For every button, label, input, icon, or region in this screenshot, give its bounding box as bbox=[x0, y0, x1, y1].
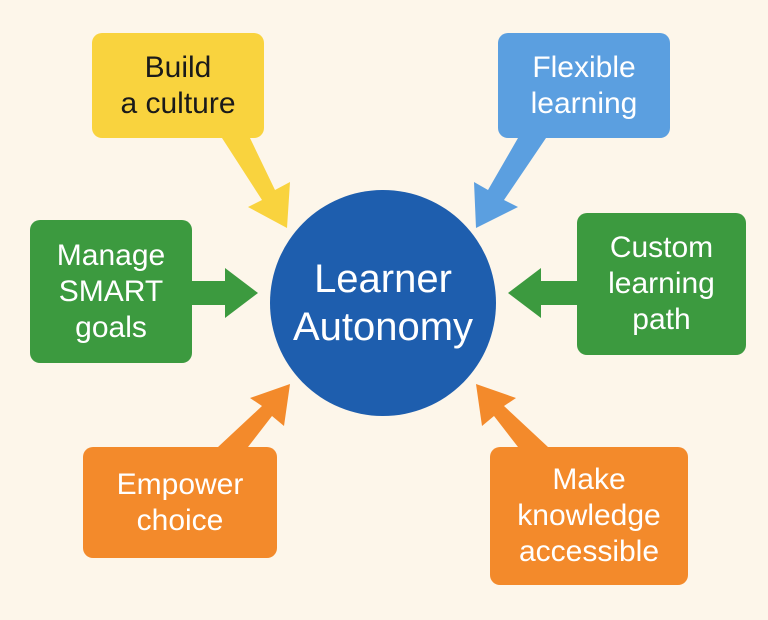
center-label-line: Learner bbox=[314, 257, 452, 301]
center-node-learner-autonomy: Learner Autonomy bbox=[270, 190, 496, 416]
node-knowledge-accessible: Make knowledge accessible bbox=[490, 447, 688, 585]
arrow-flexible-learning bbox=[474, 138, 546, 228]
node-label-line: Empower bbox=[116, 467, 244, 501]
arrow-manage-goals bbox=[192, 268, 258, 318]
node-label-line: accessible bbox=[518, 535, 660, 568]
node-build-culture: Build a culture bbox=[92, 33, 264, 138]
arrow-build-culture bbox=[222, 138, 290, 228]
node-label-line: Flexible bbox=[532, 50, 636, 84]
arrow-custom-path bbox=[508, 268, 577, 318]
arrow-knowledge-accessible bbox=[476, 384, 548, 447]
node-label-line: choice bbox=[136, 503, 224, 537]
node-label-line: path bbox=[632, 303, 691, 336]
node-label-line: learning bbox=[530, 86, 638, 120]
node-label-line: goals bbox=[75, 310, 147, 344]
node-label-line: a culture bbox=[120, 86, 236, 120]
node-label-line: Custom bbox=[609, 231, 714, 264]
node-flexible-learning: Flexible learning bbox=[498, 33, 670, 138]
node-custom-path: Custom learning path bbox=[577, 213, 746, 355]
node-label-line: SMART bbox=[58, 274, 164, 308]
arrow-empower-choice bbox=[218, 384, 290, 447]
center-label-line: Autonomy bbox=[292, 305, 474, 349]
node-manage-goals: Manage SMART goals bbox=[30, 220, 192, 363]
node-label-line: Build bbox=[144, 50, 212, 84]
node-label-line: Manage bbox=[56, 238, 166, 272]
node-label-line: learning bbox=[608, 267, 715, 300]
node-empower-choice: Empower choice bbox=[83, 447, 277, 558]
node-label-line: Make bbox=[552, 463, 626, 496]
node-label-line: knowledge bbox=[517, 499, 661, 532]
